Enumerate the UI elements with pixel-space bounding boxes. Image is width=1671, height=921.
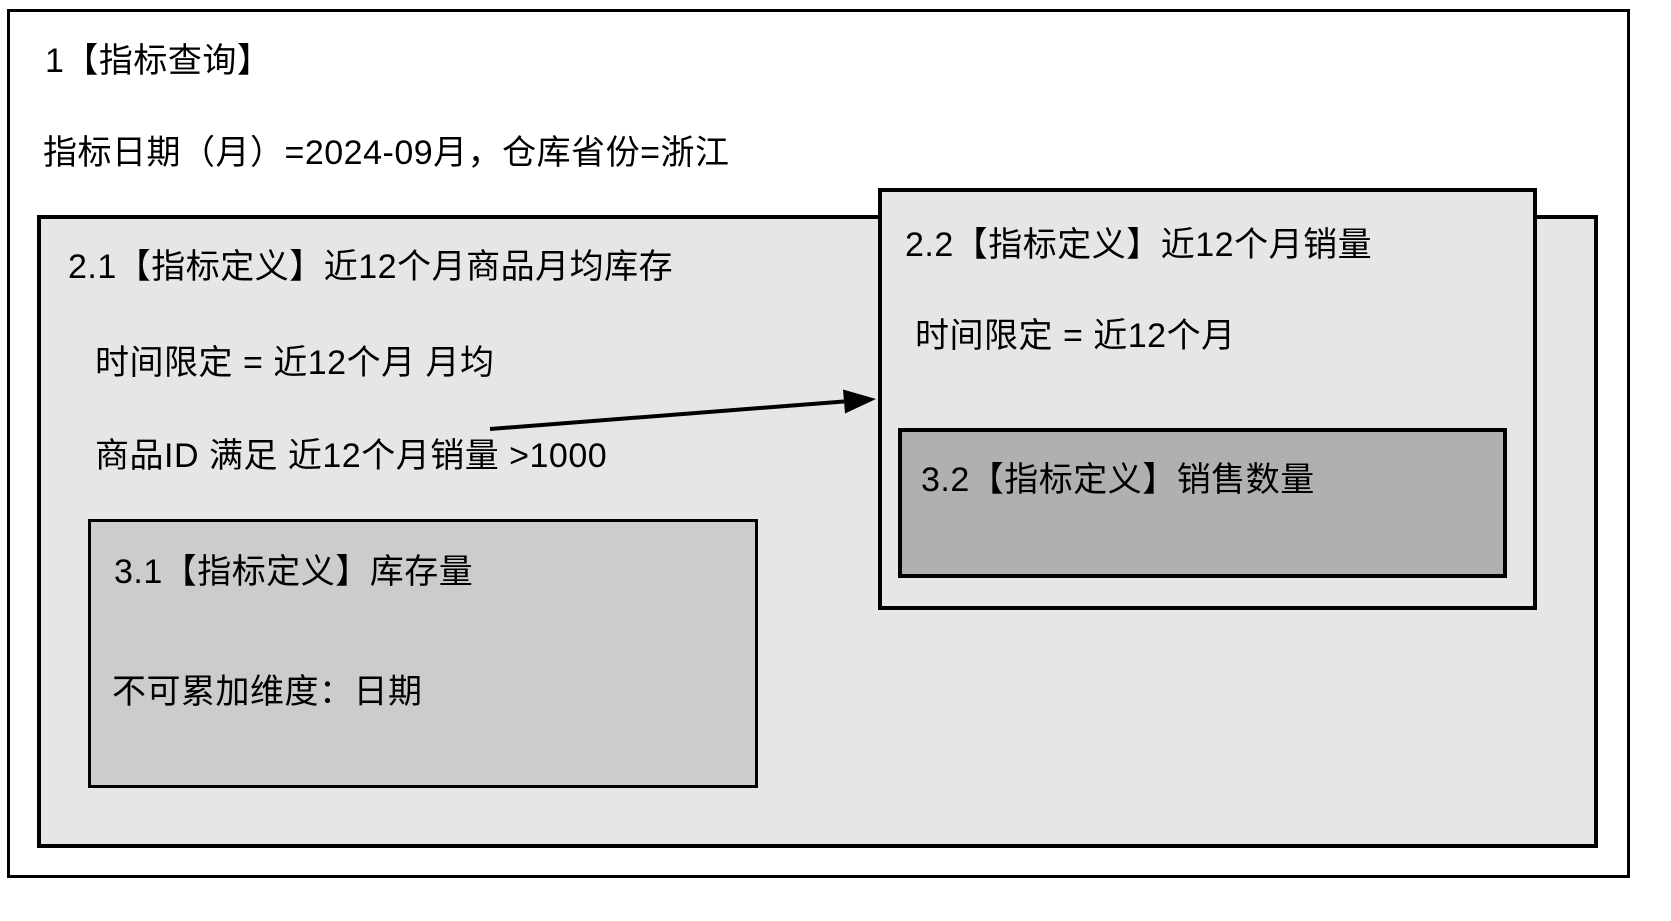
non-additive-dimension-3-1: 不可累加维度：日期: [112, 673, 423, 711]
metric-title-2-1: 2.1【指标定义】近12个月商品月均库存: [68, 248, 674, 286]
metric-definition-box-3-1: 3.1【指标定义】库存量 不可累加维度：日期: [88, 519, 758, 788]
metric-title-3-2: 3.2【指标定义】销售数量: [921, 461, 1315, 499]
time-limit-2-1: 时间限定 = 近12个月 月均: [95, 344, 495, 382]
product-filter-2-1: 商品ID 满足 近12个月销量 >1000: [95, 437, 608, 475]
metric-definition-box-2-2: 2.2【指标定义】近12个月销量 时间限定 = 近12个月 3.2【指标定义】销…: [878, 188, 1537, 610]
query-filter-conditions: 指标日期（月）=2024-09月，仓库省份=浙江: [43, 134, 730, 172]
time-limit-2-2: 时间限定 = 近12个月: [915, 317, 1236, 355]
query-step-title: 1【指标查询】: [45, 42, 272, 80]
metric-definition-box-3-2: 3.2【指标定义】销售数量: [898, 428, 1507, 578]
metric-title-3-1: 3.1【指标定义】库存量: [114, 553, 474, 591]
metric-title-2-2: 2.2【指标定义】近12个月销量: [905, 226, 1373, 264]
